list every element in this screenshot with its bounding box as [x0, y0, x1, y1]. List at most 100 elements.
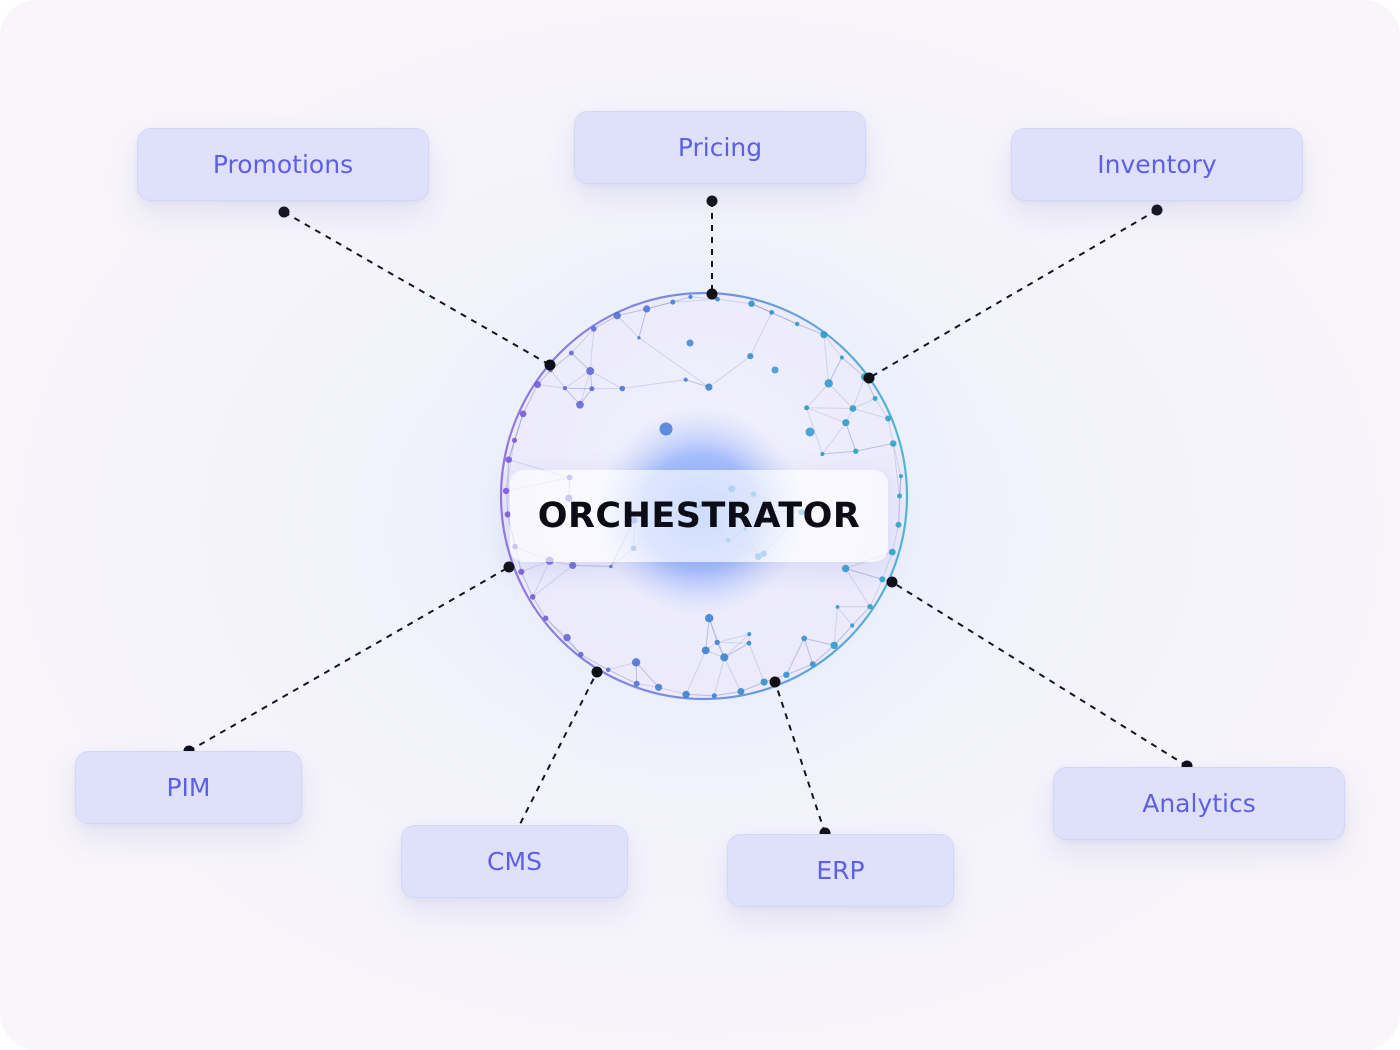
mesh-edge — [837, 606, 853, 626]
mesh-edge — [851, 606, 871, 626]
mesh-edge — [520, 571, 534, 598]
mesh-edge — [804, 637, 835, 646]
mesh-edge — [845, 422, 857, 452]
node-erp-label: ERP — [816, 856, 865, 885]
mesh-edge — [532, 596, 547, 619]
mesh-edge — [564, 387, 592, 390]
mesh-node — [801, 635, 808, 642]
mesh-node — [701, 646, 710, 655]
mesh-node — [867, 603, 873, 610]
mesh-edge — [635, 661, 659, 688]
mesh-edge — [891, 524, 899, 553]
mesh-edge — [532, 596, 547, 619]
mesh-edge — [571, 352, 591, 372]
mesh-edge — [705, 618, 710, 651]
node-pim[interactable]: PIM — [75, 751, 302, 824]
mesh-node — [670, 299, 676, 305]
node-pricing-label: Pricing — [677, 133, 763, 162]
mesh-edge — [522, 384, 539, 415]
mesh-edge — [705, 618, 710, 651]
node-inventory[interactable]: Inventory — [1011, 128, 1303, 201]
mesh-edge — [508, 440, 515, 460]
node-promotions-label: Promotions — [212, 150, 354, 179]
node-pricing[interactable]: Pricing — [574, 111, 866, 184]
mesh-edge — [845, 568, 883, 580]
mesh-node — [889, 440, 897, 447]
mesh-node — [589, 386, 595, 392]
mesh-edge — [812, 645, 835, 665]
mesh-edge — [714, 691, 741, 697]
mesh-node — [783, 671, 790, 678]
mesh-edge — [580, 654, 609, 671]
mesh-node — [633, 680, 640, 687]
mesh-edge — [797, 323, 825, 336]
mesh-edge — [608, 661, 637, 671]
mesh-edge — [607, 669, 637, 685]
mesh-node — [895, 521, 902, 528]
mesh-edge — [522, 384, 539, 415]
mesh-node — [885, 415, 892, 422]
mesh-node — [747, 353, 754, 360]
mesh-edge — [593, 315, 618, 330]
node-promotions[interactable]: Promotions — [137, 128, 429, 201]
mesh-node — [505, 456, 512, 464]
node-analytics[interactable]: Analytics — [1053, 767, 1345, 840]
connector-dot-pricing-node — [706, 195, 718, 207]
mesh-edge — [898, 476, 902, 525]
mesh-edge — [724, 642, 750, 658]
mesh-edge — [638, 308, 648, 338]
mesh-edge — [740, 681, 765, 692]
connector-inventory — [868, 209, 1158, 379]
mesh-node — [705, 614, 714, 623]
mesh-node — [562, 386, 568, 391]
mesh-edge — [617, 308, 647, 317]
mesh-node — [511, 437, 518, 443]
node-analytics-label: Analytics — [1142, 789, 1256, 818]
mesh-node — [519, 410, 527, 418]
connector-dot-erp-hub — [769, 676, 781, 688]
connector-dot-pim-hub — [503, 561, 515, 573]
orchestrator-label[interactable]: ORCHESTRATOR — [510, 470, 888, 562]
mesh-edge — [672, 298, 718, 303]
mesh-node — [609, 564, 613, 569]
mesh-node — [898, 474, 904, 479]
mesh-edge — [514, 413, 524, 441]
mesh-edge — [505, 459, 510, 491]
mesh-edge — [751, 303, 798, 325]
node-erp[interactable]: ERP — [727, 834, 954, 907]
mesh-node — [841, 564, 850, 573]
mesh-edge — [833, 625, 853, 646]
mesh-edge — [572, 564, 611, 567]
mesh-edge — [571, 328, 595, 354]
mesh-edge — [806, 407, 853, 409]
mesh-edge — [898, 495, 900, 525]
mesh-edge — [658, 686, 687, 695]
connector-dot-inventory-hub — [863, 372, 875, 384]
mesh-edge — [855, 443, 894, 452]
mesh-node — [605, 667, 611, 673]
mesh-node — [659, 422, 673, 436]
mesh-edge — [749, 312, 773, 357]
mesh-node — [613, 311, 621, 320]
node-cms[interactable]: CMS — [401, 825, 628, 898]
mesh-edge — [751, 303, 798, 325]
mesh-node — [769, 310, 775, 315]
mesh-node — [805, 427, 815, 437]
mesh-edge — [589, 328, 595, 372]
mesh-node — [804, 405, 810, 411]
mesh-edge — [828, 357, 843, 384]
mesh-node — [809, 661, 816, 667]
mesh-edge — [852, 398, 876, 409]
mesh-node — [686, 339, 694, 347]
mesh-edge — [714, 691, 741, 697]
mesh-node — [888, 548, 896, 556]
mesh-edge — [724, 642, 750, 658]
mesh-edge — [806, 383, 830, 409]
mesh-edge — [806, 407, 823, 455]
mesh-node — [737, 688, 745, 695]
mesh-edge — [852, 376, 866, 409]
mesh-edge — [532, 560, 551, 598]
mesh-edge — [507, 459, 510, 515]
mesh-edge — [505, 490, 509, 515]
